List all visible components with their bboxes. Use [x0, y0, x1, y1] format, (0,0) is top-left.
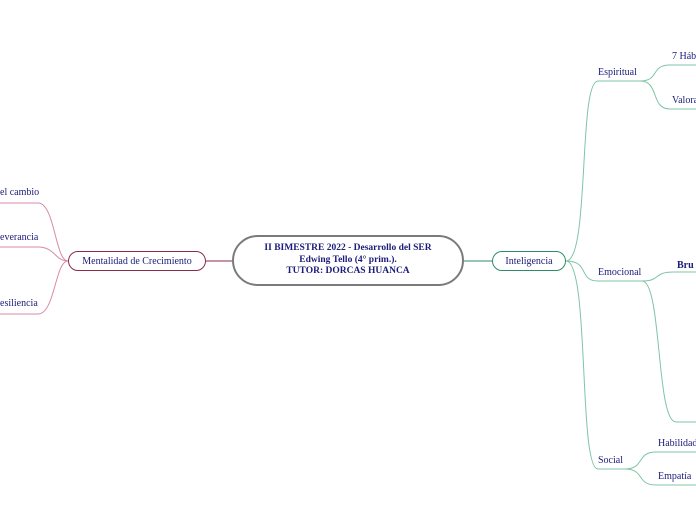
link-right-social — [565, 260, 625, 470]
topic-label: Inteligencia — [505, 255, 553, 267]
subtopic-cambio[interactable]: el cambio — [0, 187, 40, 198]
subtopic-empatia[interactable]: Empatía — [658, 471, 692, 482]
link-left-cambio — [0, 202, 69, 262]
link-emocional-bottom — [641, 280, 696, 423]
subtopic-bru[interactable]: Bru — [677, 260, 694, 271]
central-topic[interactable]: II BIMESTRE 2022 - Desarrollo del SER Ed… — [232, 235, 464, 286]
link-right-emocional — [565, 260, 642, 282]
topic-label: Mentalidad de Crecimiento — [82, 255, 192, 267]
subtopic-7-habitos[interactable]: 7 Háb — [672, 51, 696, 62]
link-espiritual-valores — [639, 80, 696, 110]
subtopic-habilidad[interactable]: Habilidad — [658, 438, 696, 449]
link-left-resiliencia — [0, 260, 69, 315]
link-social-empatia — [624, 468, 696, 486]
subtopic-perseverancia[interactable]: everancia — [0, 232, 39, 243]
link-left-perseverancia — [0, 246, 69, 262]
subtopic-emocional[interactable]: Emocional — [598, 267, 642, 278]
subtopic-resiliencia[interactable]: esiliencia — [0, 298, 38, 309]
subtopic-social[interactable]: Social — [598, 455, 623, 466]
link-right-espiritual — [565, 80, 640, 262]
subtopic-valores[interactable]: Valora — [672, 95, 696, 106]
topic-inteligencia[interactable]: Inteligencia — [492, 251, 566, 271]
subtopic-espiritual[interactable]: Espiritual — [598, 67, 637, 78]
link-espiritual-habitos — [639, 64, 696, 82]
link-emocional-bru — [641, 271, 696, 282]
link-social-habilidad — [624, 451, 696, 470]
topic-mentalidad-de-crecimiento[interactable]: Mentalidad de Crecimiento — [68, 251, 206, 271]
central-topic-text: II BIMESTRE 2022 - Desarrollo del SER Ed… — [264, 243, 432, 277]
